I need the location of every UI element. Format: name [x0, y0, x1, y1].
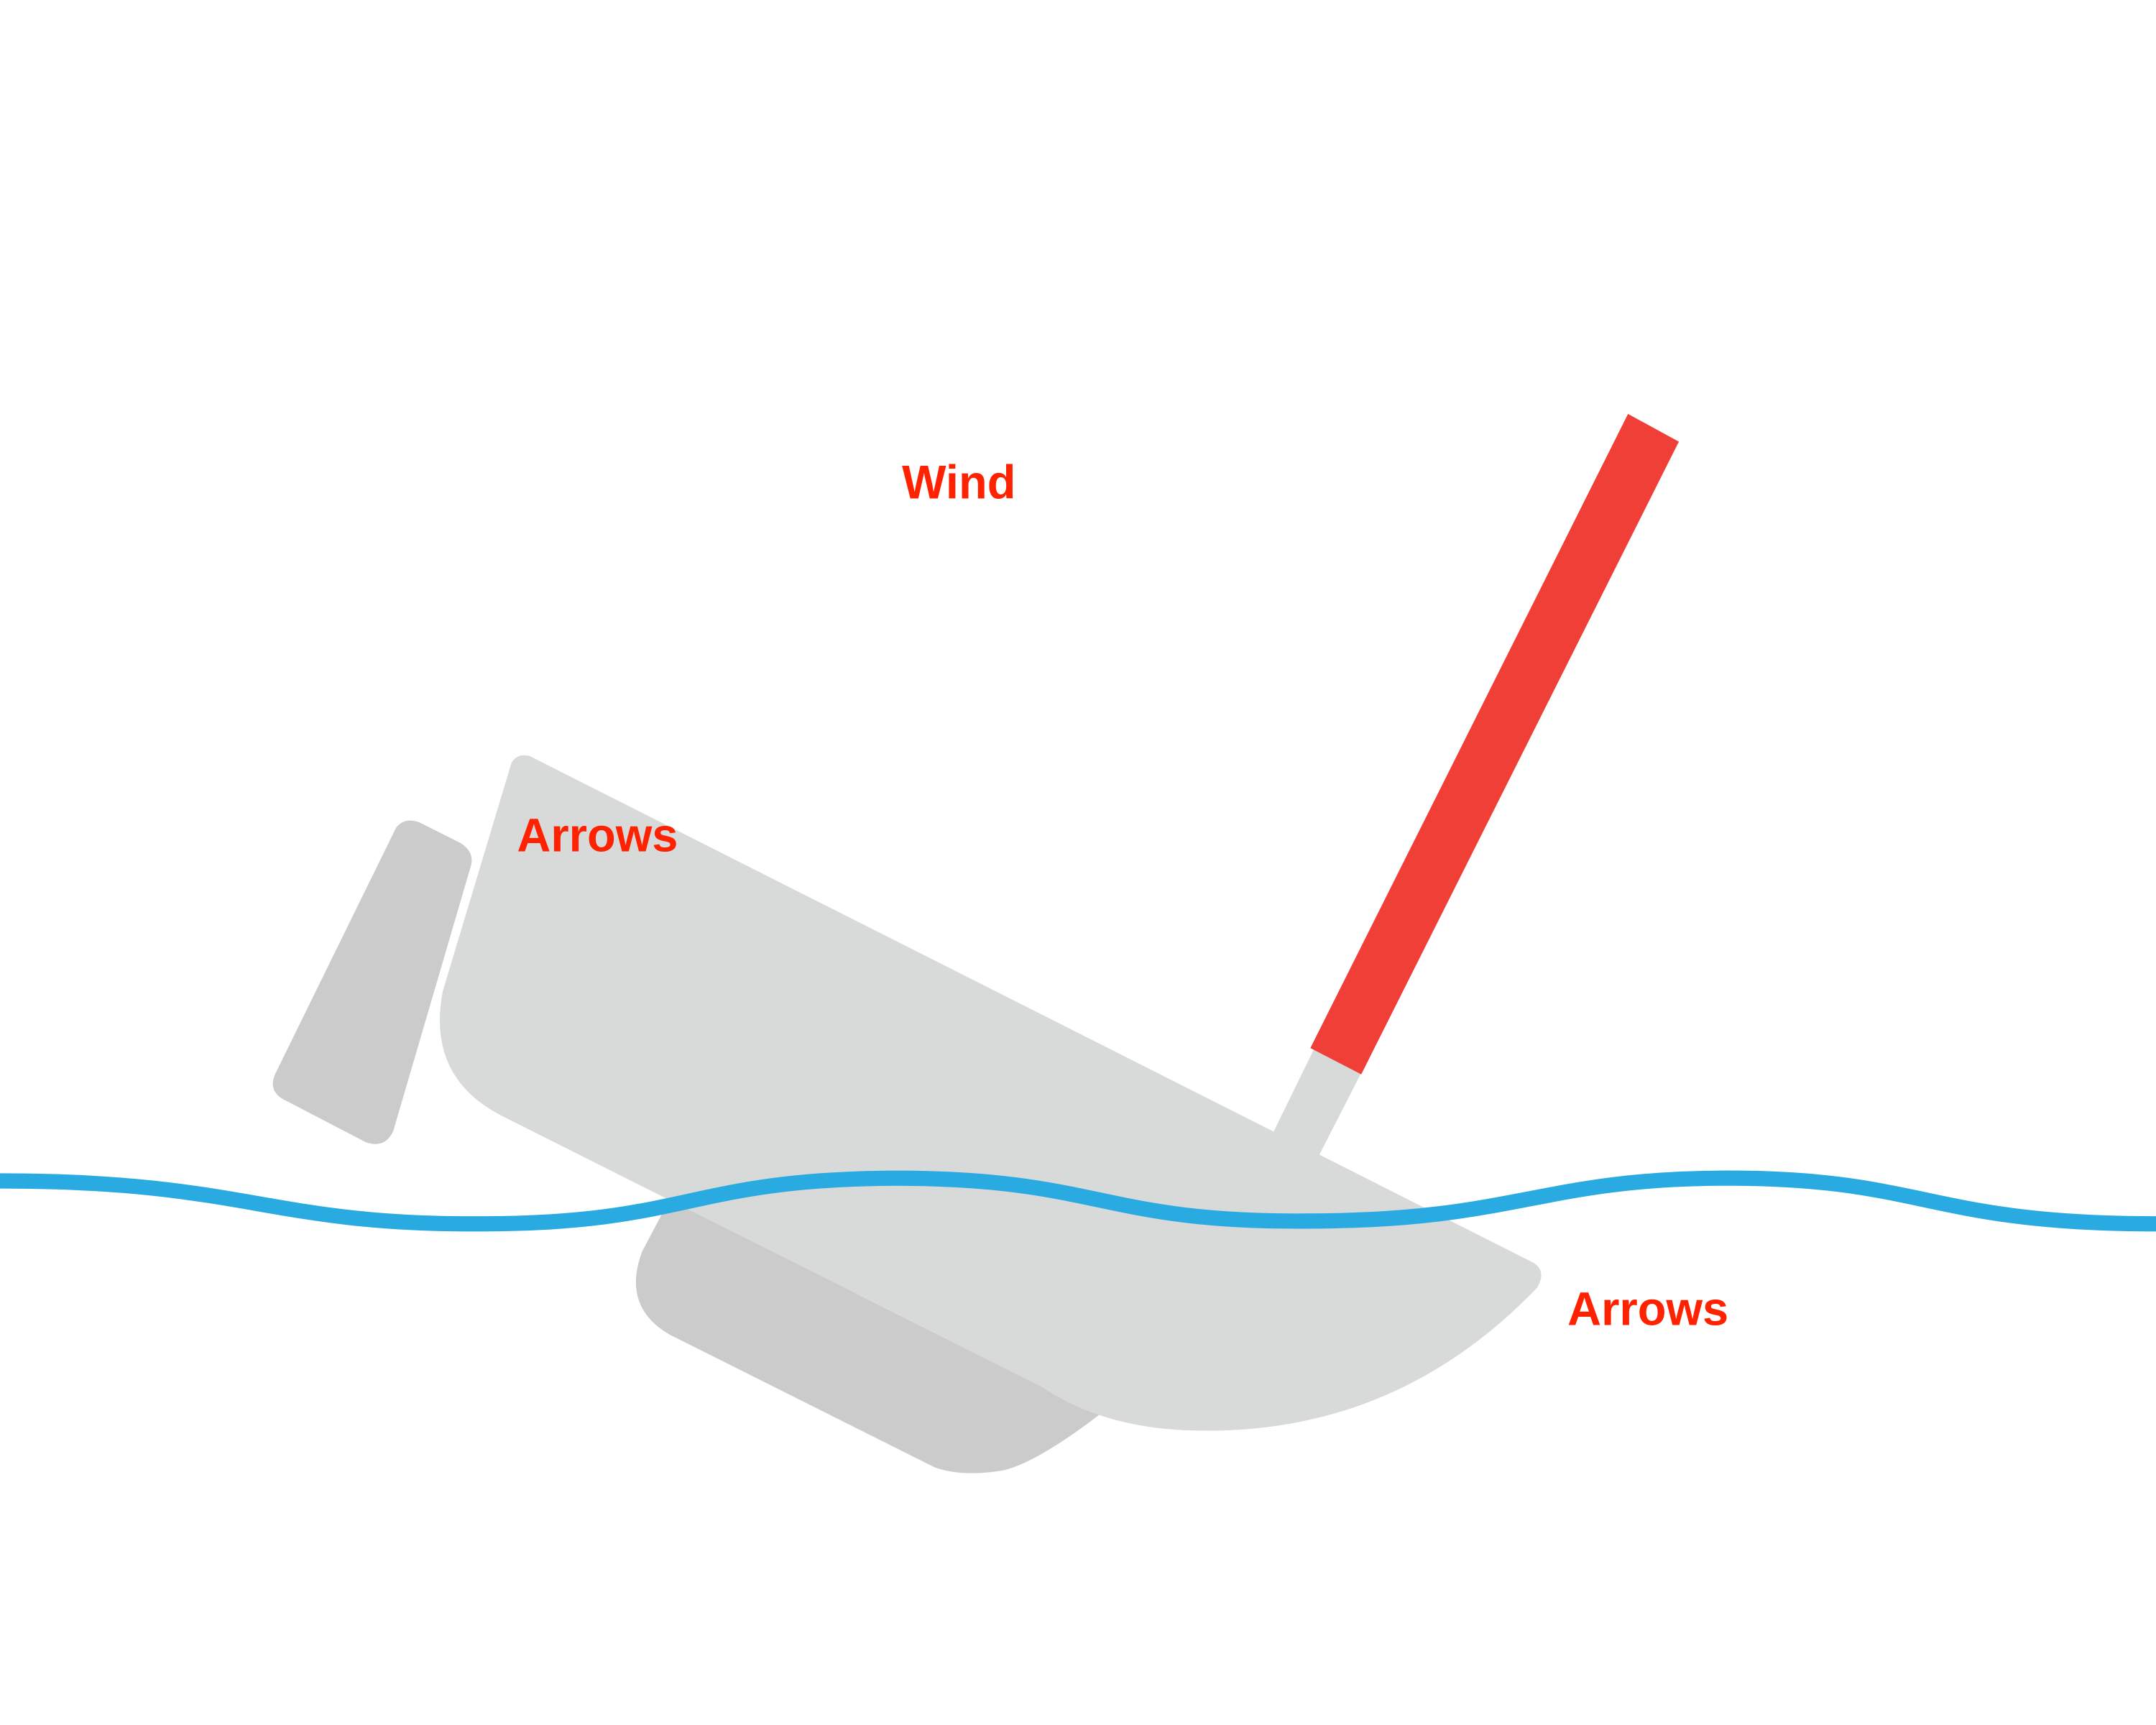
mast-shape: [1273, 1048, 1362, 1159]
keel-shape: [635, 1207, 1103, 1473]
rudder-shape: [272, 820, 472, 1144]
wind-label: Wind: [902, 456, 1015, 508]
hull-shape: [439, 755, 1542, 1431]
water-line: [0, 1170, 2156, 1232]
mast-flag-shape: [1310, 413, 1680, 1075]
arrows-label-lower: Arrows: [1567, 1282, 1728, 1335]
arrows-label-upper: Arrows: [517, 809, 678, 861]
